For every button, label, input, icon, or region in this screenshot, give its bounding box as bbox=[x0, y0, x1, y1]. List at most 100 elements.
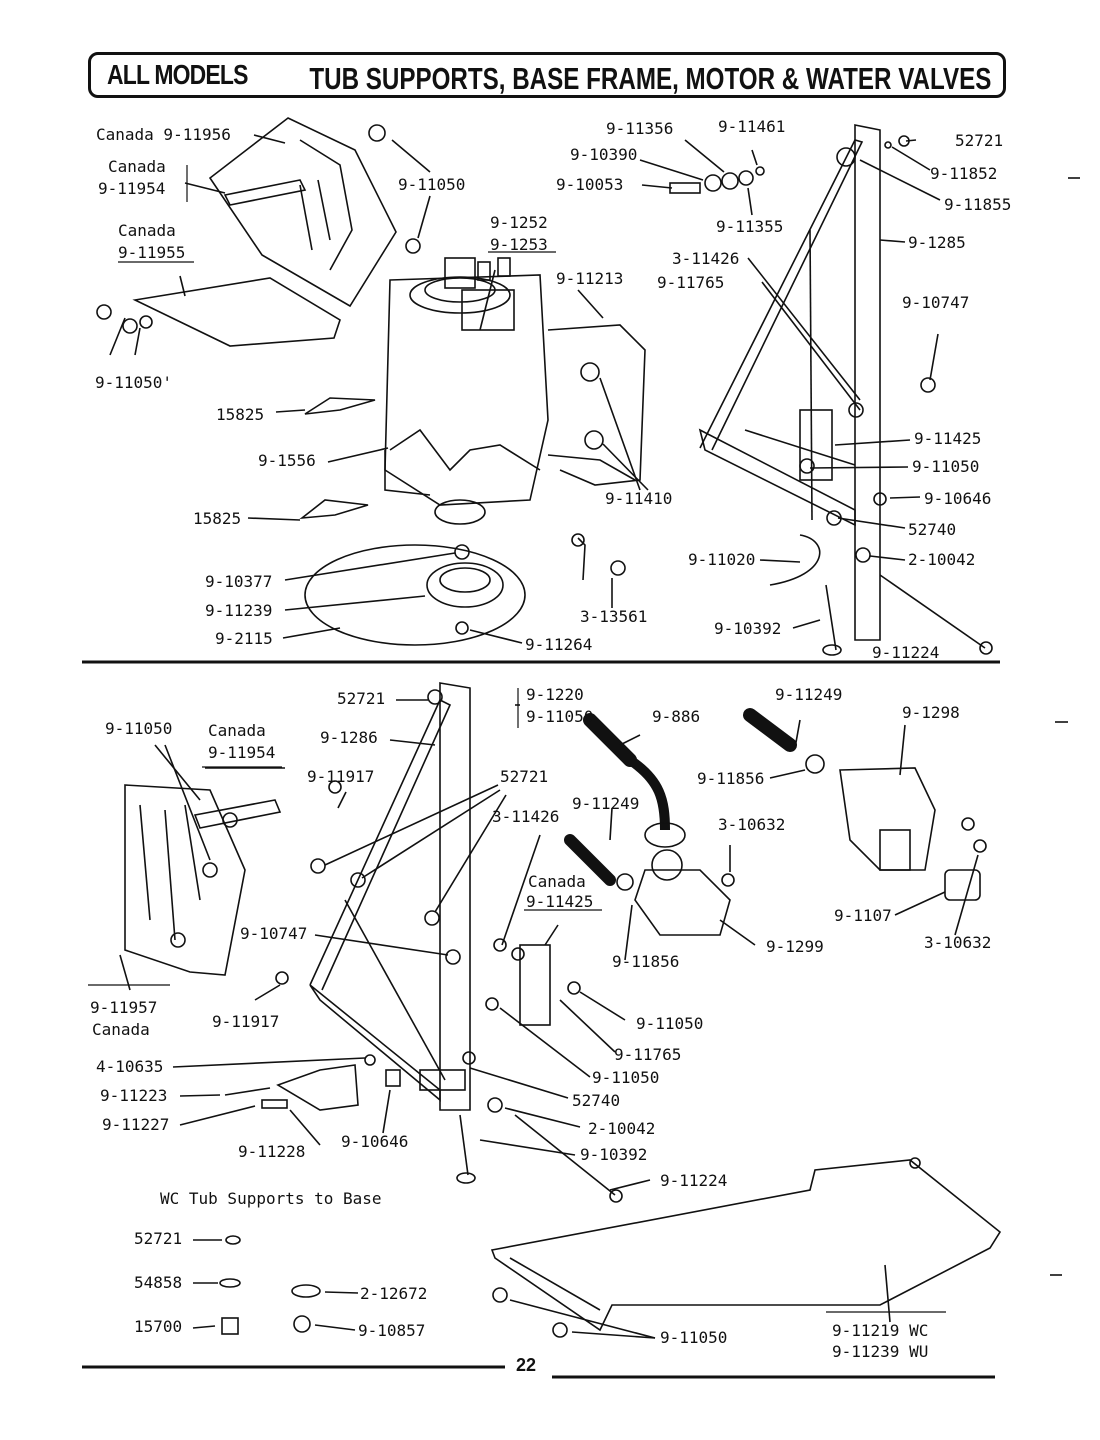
label-9-11020: 9-11020 bbox=[688, 550, 756, 569]
label-2-10042: 2-10042 bbox=[588, 1119, 656, 1138]
label-canada: Canada bbox=[108, 157, 166, 176]
label-canada: Canada bbox=[92, 1020, 150, 1039]
label-9-11050: 9-11050 bbox=[105, 719, 173, 738]
label-9-11461: 9-11461 bbox=[718, 117, 786, 136]
label-15700: 15700 bbox=[134, 1317, 183, 1336]
mixing-valve bbox=[839, 767, 936, 871]
label-15825: 15825 bbox=[216, 405, 265, 424]
base-frame-diagonal bbox=[699, 139, 864, 451]
label-52721: 52721 bbox=[337, 689, 386, 708]
label-9-11954: 9-11954 bbox=[98, 179, 166, 198]
label-9-11227: 9-11227 bbox=[102, 1115, 170, 1134]
label-9-10857: 9-10857 bbox=[358, 1321, 426, 1340]
drive-belt bbox=[304, 544, 526, 646]
label-9-1252: 9-1252 bbox=[490, 213, 548, 232]
label-9-10053: 9-10053 bbox=[556, 175, 624, 194]
label-9-1253: 9-1253 bbox=[490, 235, 548, 254]
label-9-11050: 9-11050 bbox=[660, 1328, 728, 1347]
label-9-11917: 9-11917 bbox=[307, 767, 375, 786]
motor-body bbox=[384, 274, 549, 506]
label-3-10632: 3-10632 bbox=[924, 933, 992, 952]
label-52740: 52740 bbox=[572, 1091, 621, 1110]
label-9-11954: 9-11954 bbox=[208, 743, 276, 762]
label-9-10747: 9-10747 bbox=[240, 924, 308, 943]
label-9-10747: 9-10747 bbox=[902, 293, 970, 312]
label-9-11050: 9-11050 bbox=[592, 1068, 660, 1087]
label-9-11765: 9-11765 bbox=[614, 1045, 682, 1064]
label-9-1556: 9-1556 bbox=[258, 451, 316, 470]
label-9-1107: 9-1107 bbox=[834, 906, 892, 925]
label-9-11050: 9-11050 bbox=[636, 1014, 704, 1033]
label-9-11356: 9-11356 bbox=[606, 119, 674, 138]
pulley bbox=[426, 562, 504, 608]
label-15825: 15825 bbox=[193, 509, 242, 528]
tub-support-bracket bbox=[208, 117, 397, 308]
header-title: TUB SUPPORTS, BASE FRAME, MOTOR & WATER … bbox=[308, 61, 991, 96]
water-valve bbox=[634, 869, 731, 936]
label-9-10392: 9-10392 bbox=[580, 1145, 648, 1164]
label-canada-9-11956: Canada 9-11956 bbox=[96, 125, 231, 144]
label-9-10390: 9-10390 bbox=[570, 145, 638, 164]
base-frame-upright bbox=[854, 124, 881, 641]
label-9-11249: 9-11249 bbox=[572, 794, 640, 813]
label-9-11249: 9-11249 bbox=[775, 685, 843, 704]
label-2-10042: 2-10042 bbox=[908, 550, 976, 569]
wc-tub-supports-caption: WC Tub Supports to Base bbox=[160, 1189, 382, 1208]
label-2-12672: 2-12672 bbox=[360, 1284, 428, 1303]
label-9-11224: 9-11224 bbox=[872, 643, 940, 662]
label-9-11957: 9-11957 bbox=[90, 998, 158, 1017]
label-9-1299: 9-1299 bbox=[766, 937, 824, 956]
label-3-11426: 3-11426 bbox=[492, 807, 560, 826]
label-4-10635: 4-10635 bbox=[96, 1057, 164, 1076]
header-models: ALL MODELS bbox=[107, 59, 248, 90]
label-9-11410: 9-11410 bbox=[605, 489, 673, 508]
label-9-11228: 9-11228 bbox=[238, 1142, 306, 1161]
base-frame bbox=[490, 1159, 1002, 1332]
label-9-11239: 9-11239 bbox=[205, 601, 273, 620]
label-3-10632: 3-10632 bbox=[718, 815, 786, 834]
label-9-11425: 9-11425 bbox=[526, 892, 594, 911]
label-9-10392: 9-10392 bbox=[714, 619, 782, 638]
label-9-11050: 9-11050 bbox=[912, 457, 980, 476]
label-9-11223: 9-11223 bbox=[100, 1086, 168, 1105]
label-canada: Canada bbox=[118, 221, 176, 240]
label-9-10646: 9-10646 bbox=[924, 489, 992, 508]
tub-support-upright bbox=[439, 682, 471, 1111]
bottom-tie-rod bbox=[514, 1114, 616, 1196]
label-9-886: 9-886 bbox=[652, 707, 701, 726]
label-9-11219-wc: 9-11219 WC bbox=[832, 1321, 929, 1340]
label-52740: 52740 bbox=[908, 520, 957, 539]
label-9-11856: 9-11856 bbox=[612, 952, 680, 971]
header-banner: ALL MODELS TUB SUPPORTS, BASE FRAME, MOT… bbox=[88, 52, 1006, 98]
canada-plate bbox=[132, 277, 341, 347]
label-54858: 54858 bbox=[134, 1273, 183, 1292]
label-3-11426: 3-11426 bbox=[672, 249, 740, 268]
tie-rod bbox=[879, 574, 986, 649]
label-9-11224: 9-11224 bbox=[660, 1171, 728, 1190]
label-9-11050: 9-11050 bbox=[526, 707, 594, 726]
label-9-11852: 9-11852 bbox=[930, 164, 998, 183]
label-52721: 52721 bbox=[134, 1229, 183, 1248]
label-9-11050-prime: 9-11050' bbox=[95, 373, 173, 392]
label-9-10377: 9-10377 bbox=[205, 572, 273, 591]
label-canada: Canada bbox=[208, 721, 266, 740]
label-9-2115: 9-2115 bbox=[215, 629, 273, 648]
label-9-1285: 9-1285 bbox=[908, 233, 966, 252]
label-9-11765: 9-11765 bbox=[657, 273, 725, 292]
label-52721: 52721 bbox=[500, 767, 549, 786]
page-number: 22 bbox=[516, 1355, 537, 1375]
label-9-11239-wu: 9-11239 WU bbox=[832, 1342, 929, 1361]
label-9-1220: 9-1220 bbox=[526, 685, 584, 704]
label-9-11264: 9-11264 bbox=[525, 635, 593, 654]
label-3-13561: 3-13561 bbox=[580, 607, 648, 626]
label-52721: 52721 bbox=[955, 131, 1004, 150]
switch-block bbox=[461, 289, 515, 331]
label-9-11213: 9-11213 bbox=[556, 269, 624, 288]
label-9-1286: 9-1286 bbox=[320, 728, 378, 747]
canada-tub-bracket bbox=[124, 784, 246, 976]
motor-mount-bracket bbox=[547, 324, 646, 486]
label-9-11355: 9-11355 bbox=[716, 217, 784, 236]
label-9-11425: 9-11425 bbox=[914, 429, 982, 448]
